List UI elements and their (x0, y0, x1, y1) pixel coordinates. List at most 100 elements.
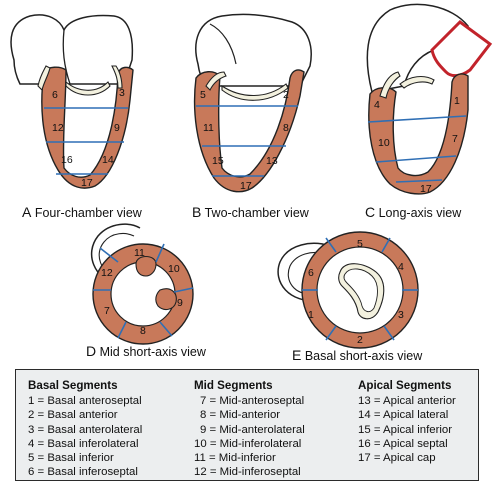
legend-item: 10 = Mid-inferolateral (194, 437, 302, 450)
long-axis-segment-lines (367, 115, 467, 183)
caption-label: Mid short-axis view (99, 345, 206, 359)
segment-label-16: 16 (61, 154, 73, 166)
four-chamber-septum-line (62, 29, 71, 85)
caption-letter: B (192, 204, 202, 220)
legend-item: 14 = Apical lateral (358, 409, 449, 422)
segment-label-3-basal: 3 (398, 309, 404, 321)
basal-line-4 (383, 325, 395, 341)
caption-four-chamber: A Four-chamber view (22, 204, 142, 220)
segment-label-9-mid: 9 (177, 297, 183, 309)
legend-item: 15 = Apical inferior (358, 423, 453, 436)
long-axis-line-mid (375, 155, 457, 163)
caption-basal-short-axis: E Basal short-axis view (292, 347, 422, 363)
segment-label-15: 15 (212, 155, 224, 167)
basal-line-1 (325, 237, 337, 253)
legend-basal-column: Basal Segments 1 = Basal anteroseptal 2 … (28, 379, 142, 479)
caption-label: Long-axis view (378, 206, 462, 220)
segment-label-1-basal: 1 (308, 309, 314, 321)
long-axis-valve (379, 71, 435, 99)
segment-label-12-mid: 12 (101, 267, 113, 279)
two-chamber-myocardium (193, 69, 305, 193)
mid-line-1 (99, 247, 119, 263)
mid-short-axis-heart: 11 10 12 7 9 8 (90, 223, 194, 345)
basal-line-5 (325, 325, 337, 341)
long-axis-line-apical (395, 179, 443, 183)
basal-line-2 (381, 237, 391, 253)
segment-label-17-long-axis: 17 (420, 183, 432, 195)
two-chamber-heart: 5 2 11 8 15 13 17 (193, 13, 312, 193)
legend-item: 7 = Mid-anteroseptal (200, 395, 305, 408)
caption-two-chamber: B Two-chamber view (192, 204, 309, 220)
caption-long-axis: C Long-axis view (365, 204, 461, 220)
long-axis-heart: 4 1 10 7 17 (366, 3, 493, 195)
four-chamber-mitral-valve (37, 65, 111, 96)
legend-item: 2 = Basal anterior (28, 409, 118, 422)
aorta-outflow (430, 20, 493, 78)
legend-item: 17 = Apical cap (358, 452, 436, 465)
segment-label-4-basal: 4 (398, 261, 404, 273)
caption-label: Two-chamber view (204, 206, 309, 220)
segment-label-9: 9 (114, 122, 120, 134)
segment-label-8: 8 (283, 122, 289, 134)
legend-item: 12 = Mid-inferoseptal (194, 466, 301, 479)
segment-label-7: 7 (452, 133, 458, 145)
legend-apical-column: Apical Segments 13 = Apical anterior 14 … (358, 379, 456, 465)
heart-segment-diagram: 6 3 12 9 16 14 17 5 2 11 8 15 13 17 (10, 3, 493, 349)
legend-item: 4 = Basal inferolateral (28, 437, 139, 450)
legend-item: 6 = Basal inferoseptal (28, 466, 138, 479)
four-chamber-heart: 6 3 12 9 16 14 17 (10, 14, 134, 189)
segment-label-6-basal: 6 (308, 267, 314, 279)
caption-label: Basal short-axis view (304, 349, 423, 363)
legend-item: 16 = Apical septal (358, 437, 448, 450)
legend-mid-title: Mid Segments (194, 379, 273, 392)
segment-label-4: 4 (374, 99, 380, 111)
mid-line-5 (117, 321, 127, 339)
legend-item: 11 = Mid-inferior (194, 452, 276, 465)
four-chamber-tricuspid-valve (111, 65, 123, 89)
legend-item: 3 = Basal anterolateral (28, 423, 143, 436)
legend-basal-title: Basal Segments (28, 379, 118, 392)
basal-short-axis-heart: 5 4 6 1 3 2 (277, 231, 419, 349)
legend-item: 13 = Apical anterior (358, 395, 456, 408)
legend-item: 8 = Mid-anterior (200, 409, 281, 422)
caption-label: Four-chamber view (34, 206, 142, 220)
segment-label-2-basal: 2 (357, 334, 363, 346)
long-axis-line-basal (367, 115, 467, 123)
segment-label-10-mid: 10 (168, 263, 180, 275)
two-chamber-inner-curve (209, 23, 237, 65)
caption-letter: D (86, 343, 97, 359)
caption-letter: A (22, 204, 32, 220)
papillary-muscle-inferior (135, 255, 157, 277)
legend-item: 1 = Basal anteroseptal (28, 395, 142, 408)
long-axis-outline (366, 3, 471, 93)
segment-label-17-two-chamber: 17 (240, 180, 252, 192)
caption-letter: C (365, 204, 376, 220)
segment-label-1: 1 (454, 95, 460, 107)
basal-short-axis-segment-lines (302, 237, 418, 341)
segment-label-10: 10 (378, 137, 390, 149)
mid-line-3 (173, 287, 194, 293)
legend-item: 5 = Basal inferior (28, 452, 114, 465)
segment-legend: Basal Segments 1 = Basal anteroseptal 2 … (15, 369, 479, 481)
segment-label-13: 13 (266, 155, 278, 167)
segment-label-12: 12 (52, 122, 64, 134)
long-axis-myocardium (368, 73, 469, 195)
segment-label-3: 3 (119, 87, 125, 99)
segment-label-7-mid: 7 (104, 305, 110, 317)
four-chamber-atria-outline (10, 14, 134, 85)
segment-label-17: 17 (81, 177, 93, 189)
legend-mid-column: Mid Segments 7 = Mid-anteroseptal 8 = Mi… (194, 379, 305, 479)
segment-label-8-mid: 8 (140, 325, 146, 337)
mid-line-2 (155, 243, 165, 263)
mid-line-4 (159, 321, 173, 337)
segment-label-5-basal: 5 (357, 238, 363, 250)
two-chamber-valve (205, 71, 289, 101)
segment-label-5: 5 (200, 89, 206, 101)
mitral-orifice-inner (343, 268, 378, 313)
four-chamber-segment-lines (44, 107, 128, 175)
mid-short-axis-segment-lines (93, 243, 194, 339)
two-chamber-segment-lines (196, 105, 298, 177)
segment-label-11: 11 (203, 122, 214, 134)
legend-item: 9 = Mid-anterolateral (200, 423, 305, 436)
legend-apical-title: Apical Segments (358, 379, 452, 392)
